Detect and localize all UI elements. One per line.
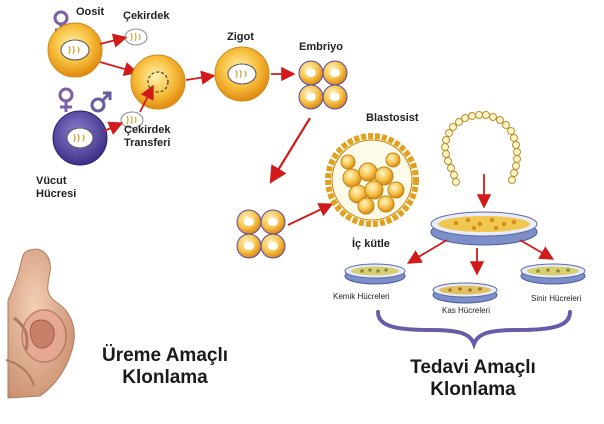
petri-dish-nerve [520, 263, 586, 285]
petri-dish-icon [430, 211, 538, 246]
arrow-icon [99, 33, 128, 48]
arrow-icon [519, 239, 555, 260]
arrow-icon [139, 84, 154, 113]
reproductive-cloning-line2: Klonlama [122, 366, 208, 388]
body-cell-label: Vücut Hücresi [36, 175, 76, 200]
female-symbol-icon [58, 87, 74, 112]
body-cell-label-line1: Vücut [36, 175, 67, 187]
stem-cell-chain [441, 111, 521, 186]
body-cell [52, 110, 108, 166]
nerve-cells-label: Sinir Hücreleri [531, 294, 582, 303]
petri-dish-muscle [432, 282, 498, 304]
blastocyst [325, 133, 419, 227]
inner-cell-mass [340, 152, 405, 215]
inner-mass-label: İç kütle [352, 238, 390, 250]
male-symbol-icon [90, 91, 112, 113]
pregnant-woman-icon [5, 248, 75, 399]
arrow-icon [103, 121, 124, 135]
bone-cells-label: Kemik Hücreleri [333, 292, 390, 301]
arrow-icon [99, 61, 139, 76]
petri-dish-bone [344, 263, 406, 285]
nucleus-label: Çekirdek [123, 10, 170, 22]
removed-nucleus [124, 28, 148, 46]
muscle-cells-label: Kas Hücreleri [442, 306, 491, 315]
zygote-label: Zigot [227, 31, 254, 43]
arrow-icon [185, 70, 216, 85]
therapeutic-cloning-title: Tedavi Amaçlı Klonlama [398, 357, 548, 401]
therapeutic-cloning-line2: Klonlama [430, 378, 516, 400]
embryo-cluster-2 [236, 209, 286, 259]
nuclear-transfer-label: Çekirdek Transferi [124, 124, 170, 149]
oocyte-cell [47, 22, 103, 78]
zygote-cell [214, 46, 270, 102]
arrow-icon [287, 203, 334, 226]
nuclear-transfer-label-line1: Çekirdek [124, 124, 171, 136]
transferred-nucleus [120, 111, 144, 129]
therapeutic-cloning-line1: Tedavi Amaçlı [410, 357, 536, 378]
embryo-cluster [298, 60, 348, 110]
reproductive-cloning-title: Üreme Amaçlı Klonlama [90, 345, 240, 389]
reproductive-cloning-line1: Üreme Amaçlı [101, 345, 229, 366]
nuclear-transfer-label-line2: Transferi [124, 136, 171, 149]
grouping-brace [376, 310, 572, 350]
blastocyst-label: Blastosist [366, 112, 419, 124]
arrow-icon [269, 117, 311, 184]
arrow-icon [406, 239, 448, 264]
embryo-label: Embriyo [299, 41, 344, 53]
oocyte-label: Oosit [76, 6, 105, 18]
nuclear-transfer-cell [130, 54, 186, 110]
body-cell-label-line2: Hücresi [36, 187, 77, 200]
